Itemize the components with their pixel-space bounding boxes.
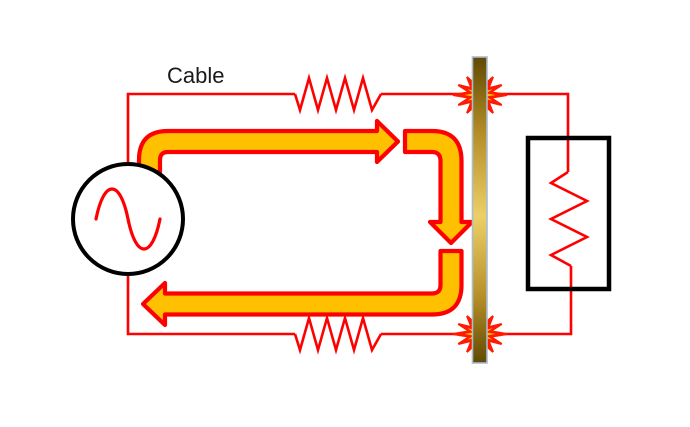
bulkhead-wall	[471, 56, 488, 364]
current-arrow-forward	[136, 118, 401, 175]
current-arrow-return	[140, 248, 464, 328]
cable-label: Cable	[167, 63, 224, 88]
wire-top-left	[126, 92, 295, 164]
current-arrow-down	[402, 128, 475, 246]
bottom-resistor-icon	[293, 313, 383, 355]
wire-top-right	[381, 92, 570, 172]
load-box	[525, 135, 612, 292]
wire-bottom-left	[126, 274, 295, 336]
ac-source-icon	[71, 162, 185, 276]
sine-wave-icon	[94, 187, 162, 251]
top-resistor-icon	[293, 73, 383, 115]
load-resistor-icon	[548, 170, 590, 268]
